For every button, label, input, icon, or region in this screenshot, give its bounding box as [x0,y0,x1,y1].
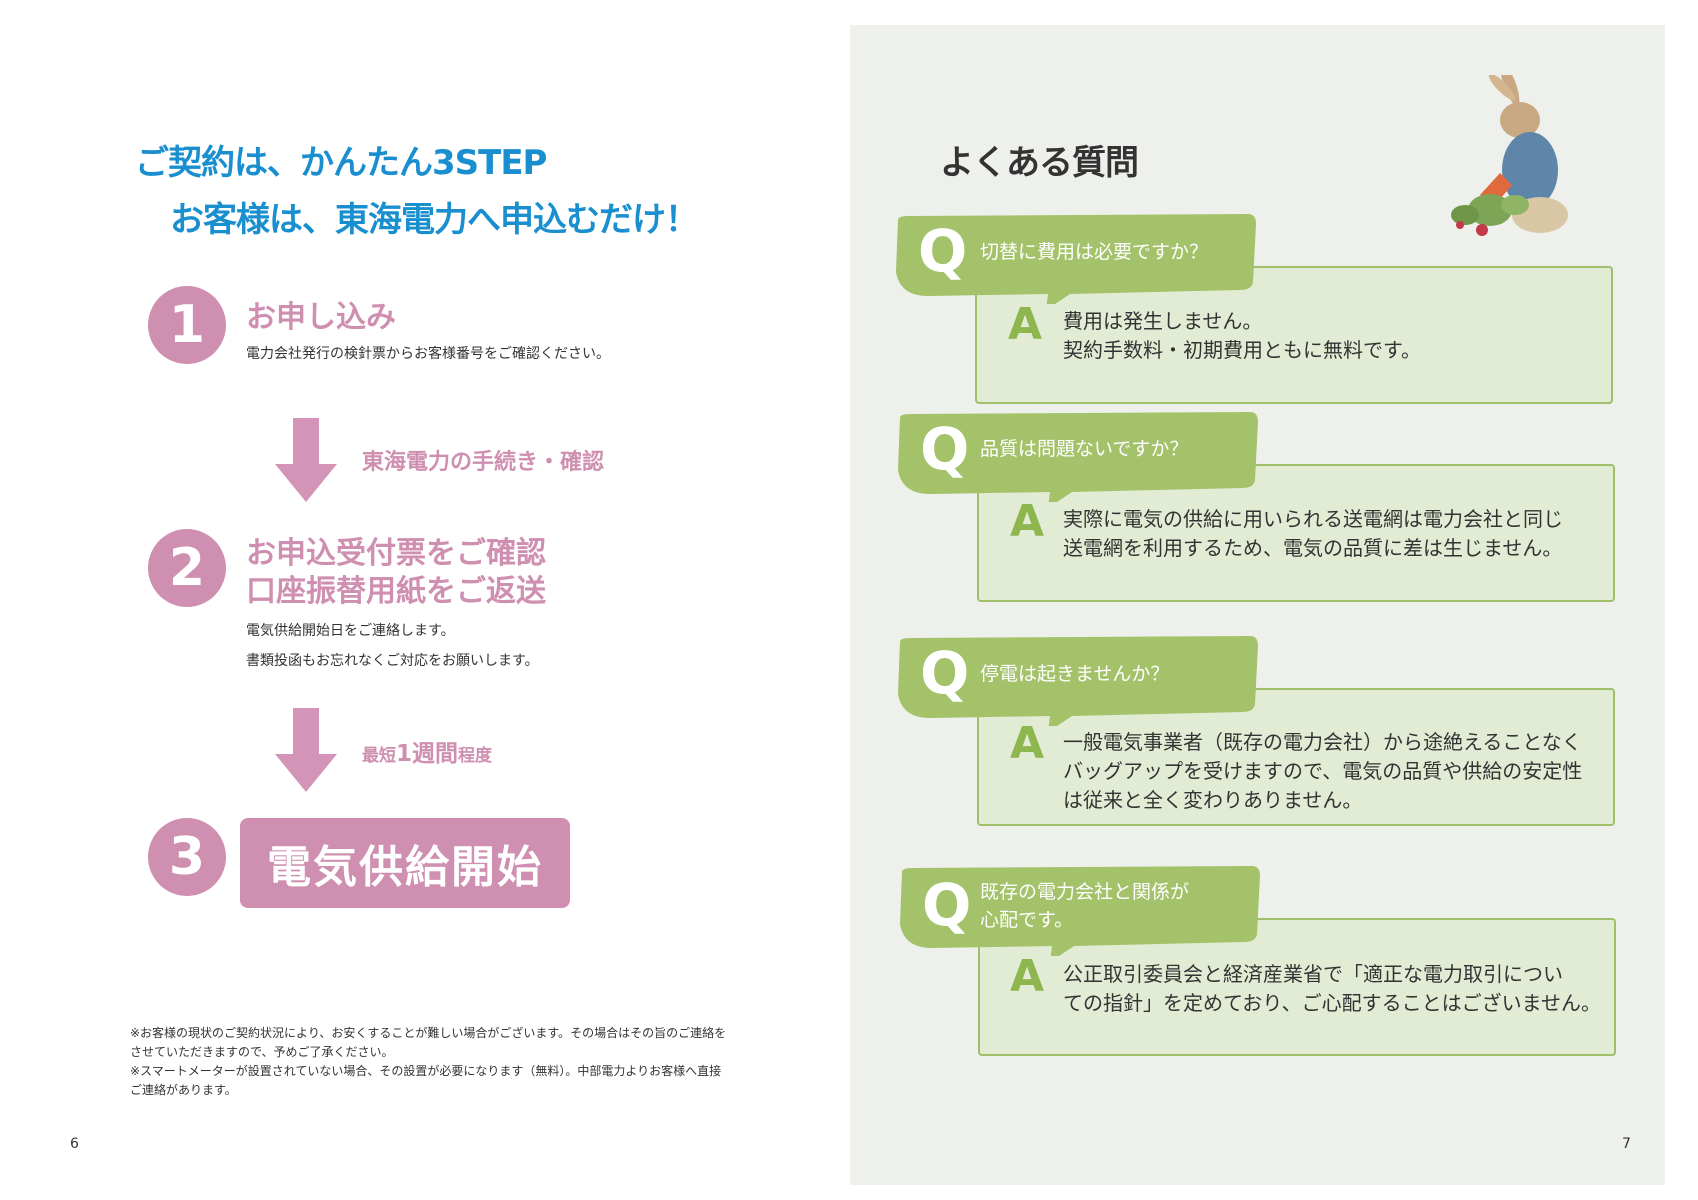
step2-title-line1: お申込受付票をご確認 [246,536,546,571]
a-letter: A [1010,951,1045,1002]
answer-line: 公正取引委員会と経済産業省で「適正な電力取引につい [1063,962,1563,986]
answer-line: は従来と全く変わりありません。 [1063,788,1363,812]
a-letter: A [1010,496,1045,547]
step2-desc-line1: 電気供給開始日をご連絡します。 [246,623,455,639]
answer-line: 実際に電気の供給に用いられる送電網は電力会社と同じ [1063,507,1563,531]
a-letter: A [1010,718,1045,769]
question-bubble [898,636,1258,726]
step2-title: お申込受付票をご確認 口座振替用紙をご返送 [246,535,546,611]
answer-line: 一般電気事業者（既存の電力会社）から途絶えることなく [1063,730,1582,754]
answer-line: バッグアップを受けますので、電気の品質や供給の安定性 [1063,759,1583,783]
q-letter: Q [920,639,970,707]
footnote-line: ※スマートメーターが設置されていない場合、その設置が必要になります（無料）。中部… [130,1064,722,1078]
step1-number: 1 [148,286,226,364]
question-bubble [900,866,1260,956]
step2-desc-line2: 書類投函もお忘れなくご対応をお願いします。 [246,653,539,669]
step3-title-box: 電気供給開始 [240,818,570,908]
question-text: 切替に費用は必要ですか？ [980,241,1209,263]
q-letter: Q [922,871,972,939]
step3-number: 3 [148,818,226,896]
footnotes: ※お客様の現状のご契約状況により、お安くすることが難しい場合がございます。その場… [130,1024,726,1100]
faq-title: よくある質問 [940,143,1139,183]
question-text: 停電は起きませんか？ [980,663,1170,685]
down-arrow-icon [275,708,337,792]
page-number-right: 7 [1622,1136,1631,1152]
down-arrow-icon [275,418,337,502]
answer-line: 送電網を利用するため、電気の品質に差は生じません。 [1063,536,1563,560]
arrow2-label-shortest: 最短 [362,746,396,766]
a-letter: A [1008,299,1043,350]
question-text-line2: 心配です。 [980,909,1074,931]
answer-line: 費用は発生しません。 [1063,309,1263,333]
arrow2-label-duration: 1週間 [396,741,459,767]
rabbit-illustration [1451,75,1568,236]
question-text: 品質は問題ないですか？ [980,438,1189,460]
step1-title: お申し込み [246,300,396,335]
step1-desc: 電力会社発行の検針票からお客様番号をご確認ください。 [246,346,610,362]
headline-line2: お客様は、東海電力へ申込むだけ！ [170,200,699,240]
footnote-line: ご連絡があります。 [130,1083,237,1097]
question-bubble [896,214,1256,304]
q-letter: Q [918,217,968,285]
arrow2-label-approx: 程度 [458,746,493,766]
footnote-line: ※お客様の現状のご契約状況により、お安くすることが難しい場合がございます。その場… [130,1026,727,1040]
question-text-line1: 既存の電力会社と関係が [980,881,1190,903]
answer-line: 契約手数料・初期費用ともに無料です。 [1063,338,1421,362]
step2-number: 2 [148,529,226,607]
headline-line1: ご契約は、かんたん3STEP [135,143,547,183]
arrow1-label: 東海電力の手続き・確認 [362,450,605,475]
footnote-line: させていただきますので、予めご了承ください。 [130,1045,394,1059]
q-letter: Q [920,415,970,483]
step2-title-line2: 口座振替用紙をご返送 [246,574,546,609]
page-number-left: 6 [70,1136,79,1152]
arrow2-label: 最短1週間程度 [362,734,492,768]
answer-line: ての指針」を定めており、ご心配することはございません。 [1063,991,1601,1015]
question-bubble [898,412,1258,502]
